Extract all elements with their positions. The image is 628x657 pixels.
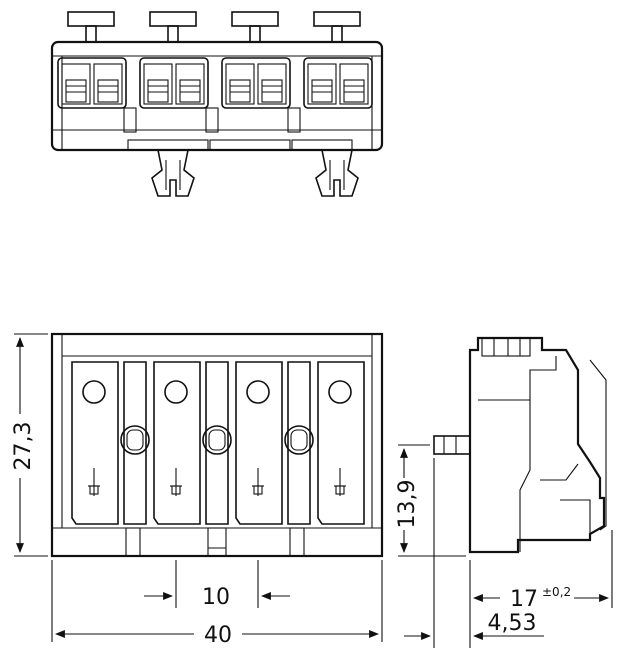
front-pole [153, 361, 201, 525]
pole-entry-pair [139, 57, 209, 109]
width-label: 40 [204, 623, 232, 648]
pole-entry-pair [57, 57, 127, 109]
wire-entries [57, 57, 373, 109]
top-view [50, 11, 384, 197]
pin-height-label: 13,9 [395, 480, 420, 529]
front-pole [71, 361, 119, 525]
release-button [229, 79, 251, 103]
front-view-housing [50, 332, 384, 558]
front-view-poles [71, 361, 365, 525]
release-button [311, 79, 333, 103]
release-button [343, 79, 365, 103]
test-slot [284, 361, 314, 525]
side-view [433, 336, 607, 554]
conductor-entry-hole [328, 380, 352, 404]
conductor-entry-hole [164, 380, 188, 404]
conductor-entry-hole [82, 380, 106, 404]
push-levers [67, 11, 361, 47]
pole-entry-pair [303, 57, 373, 109]
release-button [65, 79, 87, 103]
depth-tolerance-label: ±0,2 [542, 585, 571, 599]
pole-entry-pair [221, 57, 291, 109]
release-button [97, 79, 119, 103]
front-pole [235, 361, 283, 525]
pin-offset-label: 4,53 [488, 611, 537, 636]
pitch-label: 10 [202, 585, 230, 610]
conductor-entry-hole [246, 380, 270, 404]
depth-label: 17 [510, 587, 538, 612]
side-view-pin [433, 435, 471, 455]
test-slot [120, 361, 150, 525]
test-slot [202, 361, 232, 525]
snap-in-foot-left [151, 149, 195, 197]
front-pole [317, 361, 365, 525]
release-button [179, 79, 201, 103]
front-view [50, 332, 384, 558]
release-button [147, 79, 169, 103]
dimension-lines [14, 333, 613, 648]
side-view-housing [468, 336, 606, 554]
height-label: 27,3 [11, 422, 36, 471]
release-button [261, 79, 283, 103]
snap-in-foot-right [315, 149, 359, 197]
